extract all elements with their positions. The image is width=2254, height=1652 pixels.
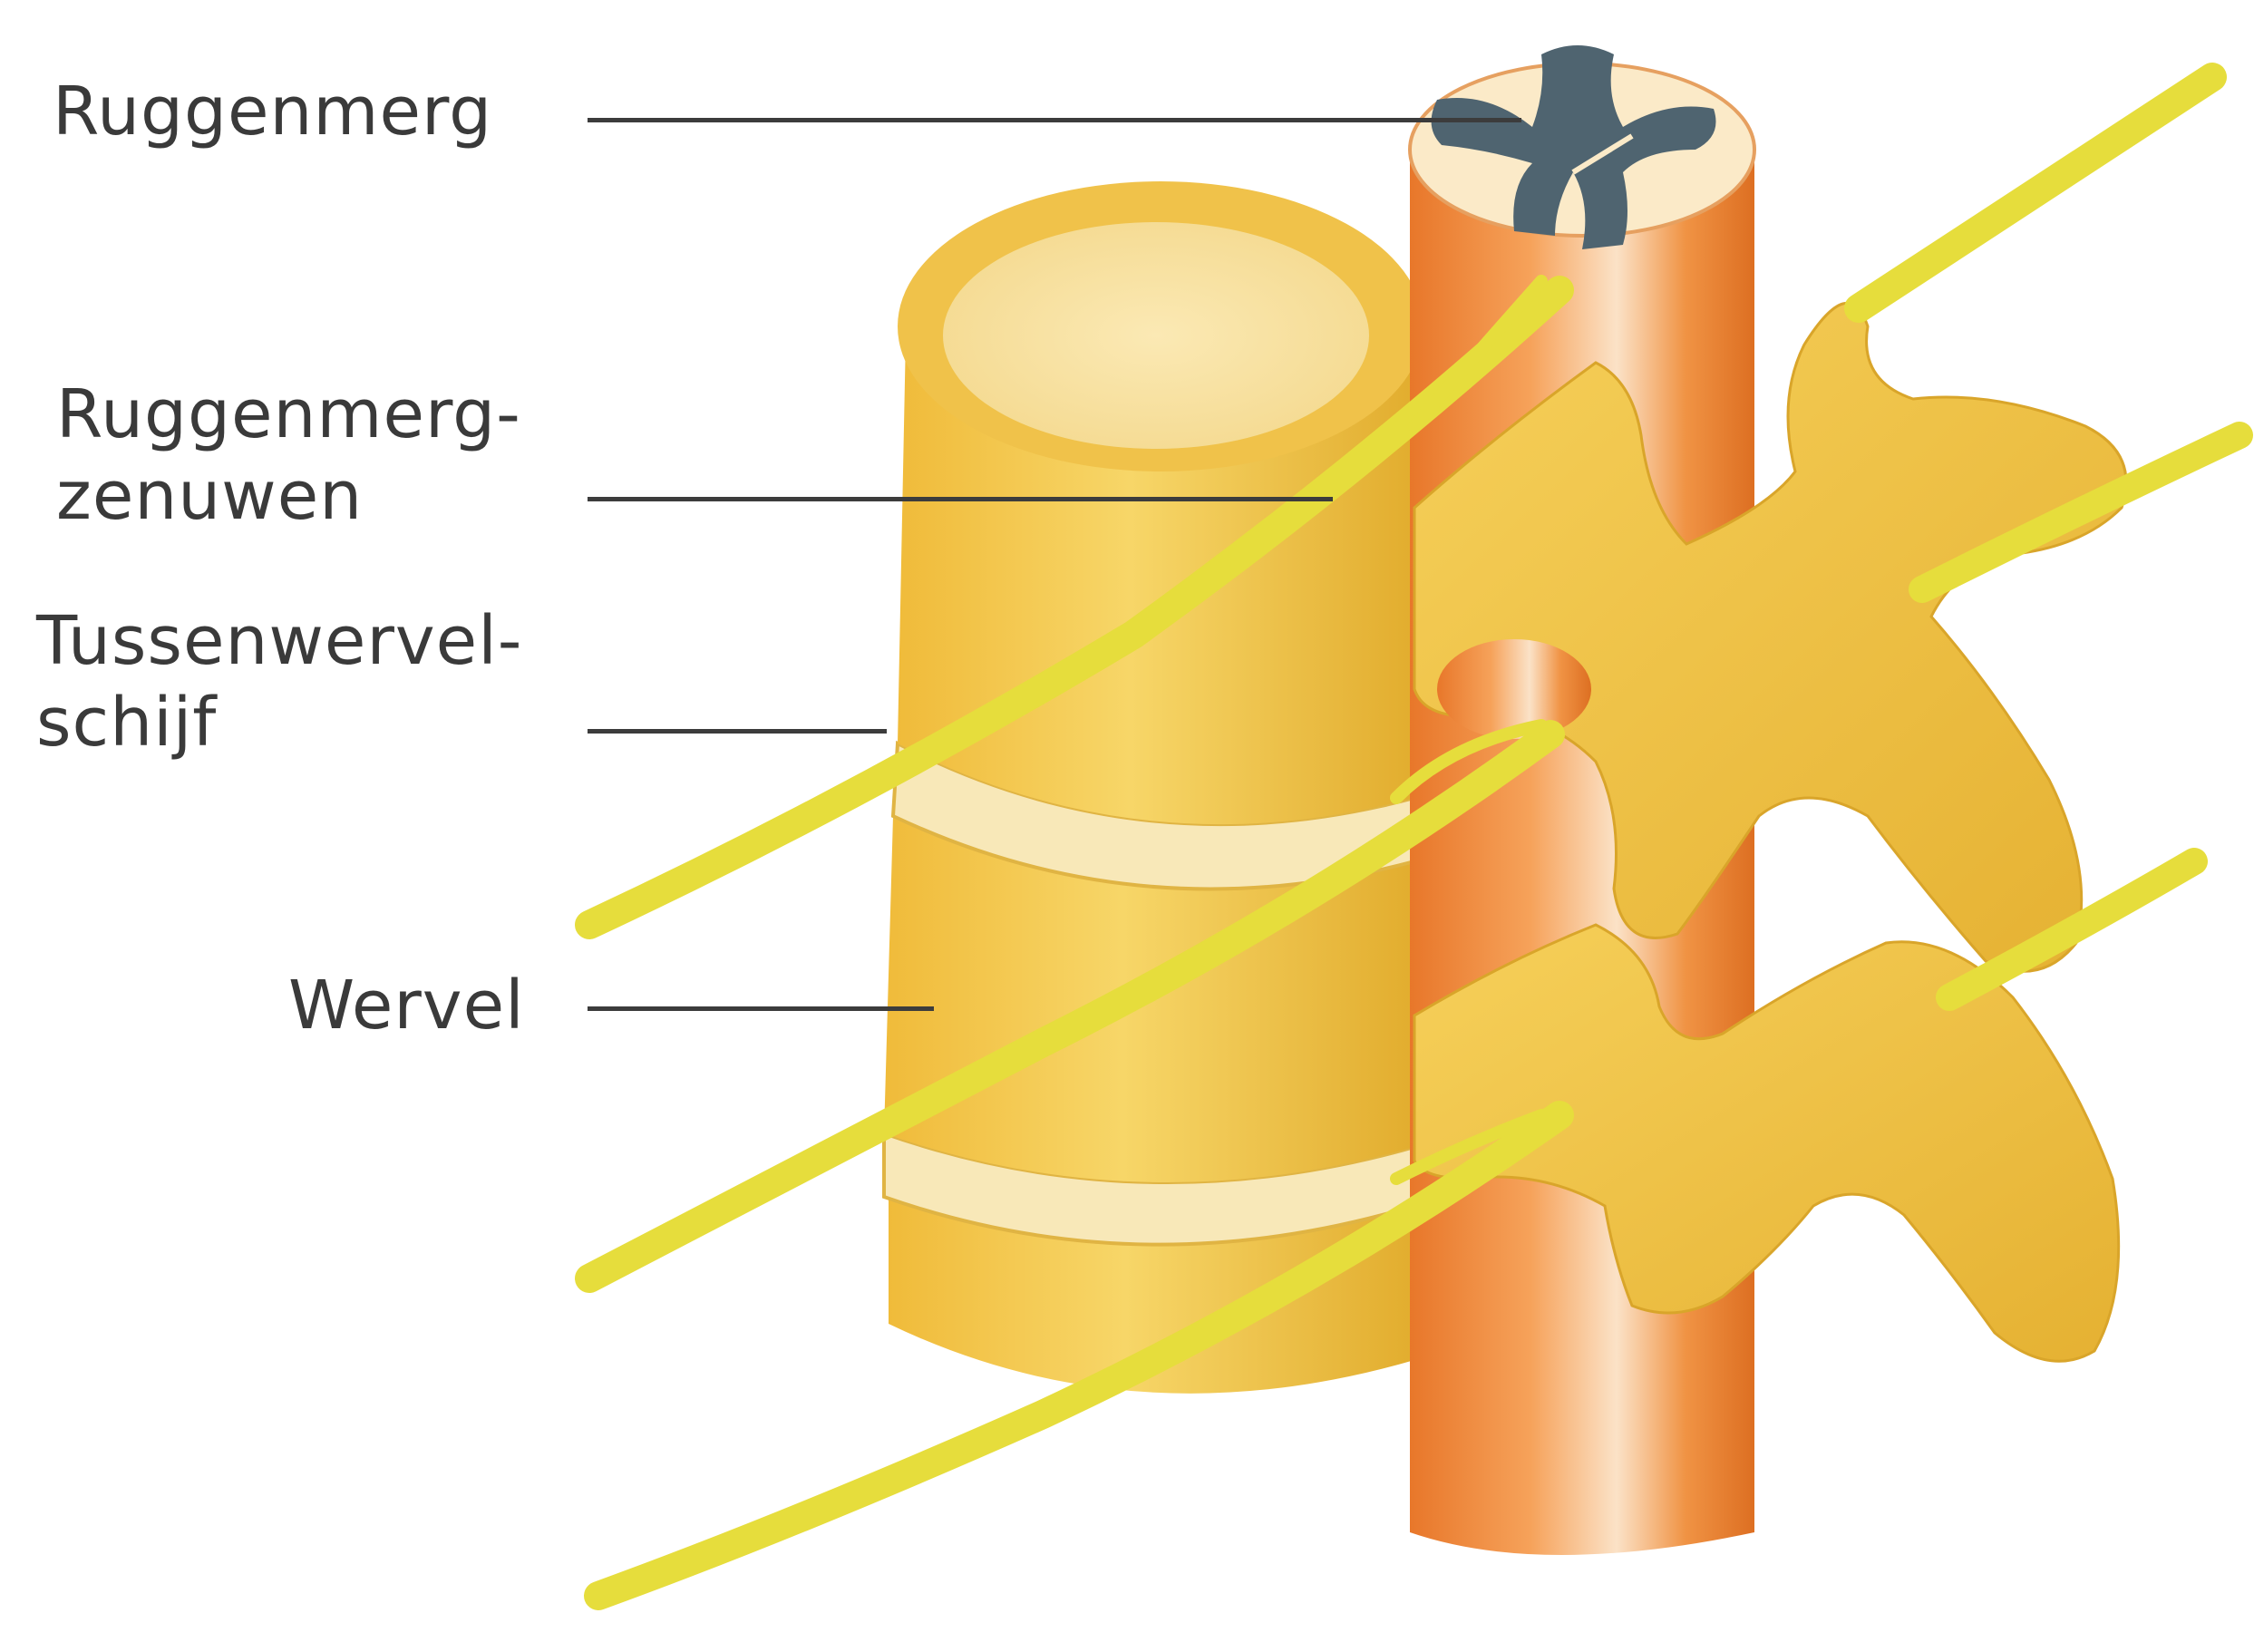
label-spinal-nerves-line1: Ruggenmerg- <box>56 370 521 459</box>
vertebral-body-stack <box>884 181 1423 1394</box>
label-spinal-cord: Ruggenmerg <box>53 67 492 156</box>
label-vertebra: Wervel <box>288 961 525 1050</box>
leader-vertebra <box>588 1006 934 1011</box>
label-disc-line1: Tussenwervel- <box>36 597 522 685</box>
leader-spinal-cord <box>588 118 1521 122</box>
leader-spinal-nerves <box>588 497 1333 501</box>
vertebra-top-face <box>943 222 1369 449</box>
nerve-top-right <box>1859 77 2212 308</box>
arch-top-foramen <box>1437 639 1591 739</box>
leader-disc <box>588 729 887 734</box>
label-disc-line2: schijf <box>36 678 217 767</box>
label-spinal-nerves-line2: zenuwen <box>56 452 363 540</box>
